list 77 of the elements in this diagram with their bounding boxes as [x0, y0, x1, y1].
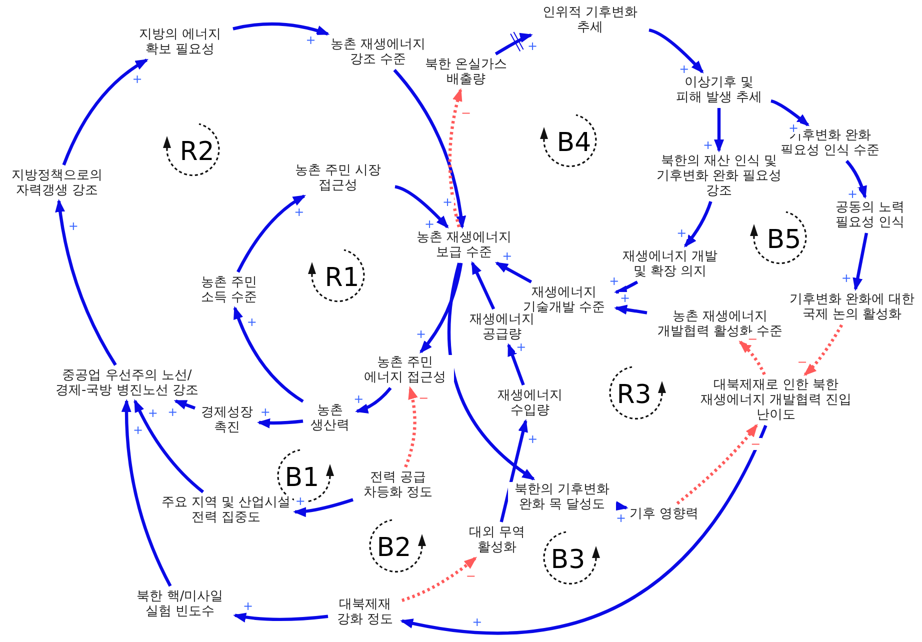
loop-label: R3 [616, 381, 652, 409]
arrow [470, 261, 496, 310]
dotted-arrow [448, 88, 462, 228]
arrow [293, 498, 354, 517]
arrow [233, 612, 328, 622]
polarity-sign: + [424, 218, 436, 230]
polarity-sign: + [678, 62, 690, 75]
arrow [62, 58, 148, 166]
variable-label: 북한의 기후변화 완화 목 달성도 [508, 482, 616, 512]
loop-label: B2 [376, 534, 412, 562]
polarity-sign: + [246, 316, 258, 328]
arrow [845, 160, 867, 199]
polarity-sign: + [352, 393, 365, 406]
arrow [614, 304, 648, 315]
arrow [648, 28, 704, 74]
polarity-sign: + [441, 196, 454, 208]
dotted-arrow [404, 386, 418, 468]
arrow [394, 185, 449, 228]
variable-label: 기후 영향력 [629, 506, 699, 522]
polarity-sign: − [746, 332, 759, 345]
arrow [494, 262, 532, 284]
arrow [232, 22, 330, 36]
polarity-sign: + [608, 275, 620, 288]
polarity-sign: + [293, 206, 306, 218]
arrow [614, 280, 638, 295]
arrow [770, 99, 810, 126]
dotted-arrow [738, 340, 766, 376]
polarity-sign: + [526, 40, 539, 52]
arrow-with-delay-mark [494, 32, 533, 56]
loop-label: B1 [284, 464, 320, 492]
polarity-sign: − [750, 438, 762, 450]
loop-label: R1 [324, 264, 360, 292]
arrow [852, 232, 868, 291]
arrow [134, 399, 204, 494]
arrow [614, 501, 628, 511]
arrow [257, 418, 304, 428]
polarity-sign: + [294, 494, 306, 507]
arrow [684, 200, 712, 248]
polarity-sign: + [131, 72, 144, 85]
polarity-sign: + [471, 616, 484, 628]
arrow [233, 306, 304, 403]
polarity-sign: + [304, 34, 317, 46]
arrow [420, 262, 463, 354]
polarity-sign: + [166, 406, 179, 418]
variable-label: 주요 지역 및 산업시설 전력 집중도 [160, 495, 292, 525]
polarity-sign: + [702, 139, 714, 152]
polarity-sign: + [614, 512, 628, 524]
polarity-sign: + [618, 292, 632, 304]
polarity-sign: + [259, 406, 272, 418]
polarity-sign: + [846, 188, 859, 200]
polarity-sign: + [67, 220, 80, 232]
polarity-sign: + [526, 432, 539, 445]
polarity-sign: + [132, 424, 144, 436]
polarity-sign: + [676, 226, 688, 239]
arrow [174, 400, 196, 410]
arrow [236, 194, 306, 273]
polarity-sign: + [414, 328, 428, 340]
polarity-sign: + [515, 341, 528, 354]
arrow [447, 262, 536, 480]
arrow [500, 419, 528, 522]
arrow [714, 108, 724, 152]
arrow [507, 343, 525, 386]
dotted-arrow [804, 324, 844, 376]
loop-label: B5 [766, 226, 802, 254]
arrow [55, 199, 117, 366]
arrow [393, 68, 466, 229]
polarity-sign: + [840, 272, 852, 284]
arrow [355, 386, 392, 414]
polarity-sign: + [146, 406, 159, 419]
arrow [400, 424, 768, 634]
polarity-sign: + [242, 600, 254, 612]
loop-label: B4 [556, 129, 592, 157]
arrow [122, 399, 172, 587]
loop-label: B3 [550, 546, 586, 574]
dotted-arrow [402, 556, 478, 602]
dotted-arrow [676, 424, 758, 505]
loop-label: R2 [180, 138, 214, 166]
